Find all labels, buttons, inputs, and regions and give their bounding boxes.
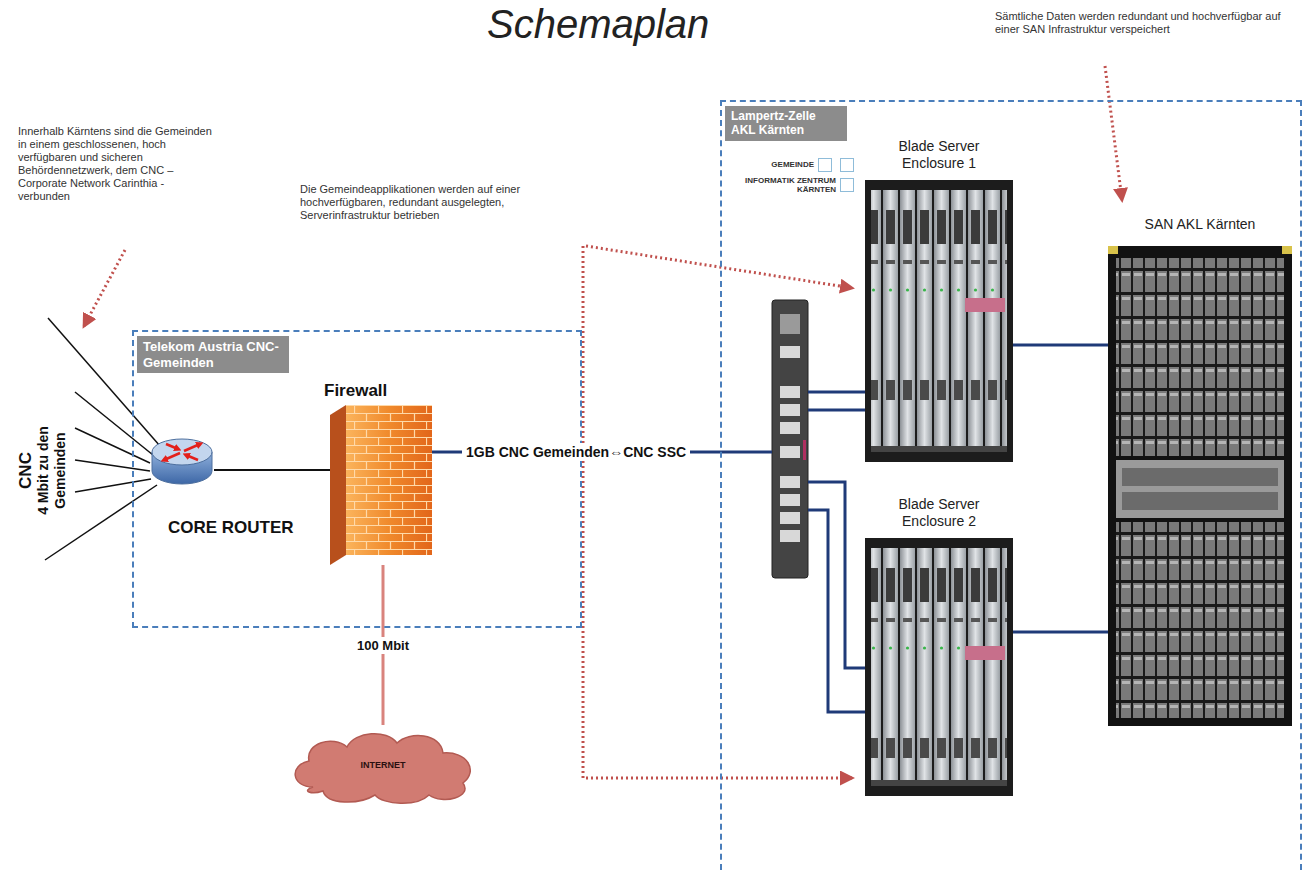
cloud-label: INTERNET <box>361 760 406 771</box>
legend: GEMEINDE INFORMATIK ZENTRUM KÄRNTEN <box>726 158 854 198</box>
rect-part <box>871 190 1007 452</box>
link-label: 1GB CNC Gemeinden⇔CNC SSC <box>462 443 690 461</box>
internet-cloud: INTERNET <box>283 725 483 805</box>
leader-arrow <box>583 246 852 778</box>
rect-part <box>1116 258 1284 456</box>
rect-part <box>346 405 432 555</box>
bandwidth-label: 4 Mbit zu den Gemeinden <box>35 405 69 535</box>
annotation-note: Sämtliche Daten werden redundant und hoc… <box>995 10 1295 36</box>
rect-part <box>1122 468 1278 486</box>
note-box: Die Gemeindeapplikationen werden auf ein… <box>300 183 580 222</box>
switch-wires <box>720 392 865 712</box>
uplink-wire <box>720 451 772 454</box>
rect-part <box>865 538 1013 796</box>
switch-console <box>780 314 800 334</box>
blade-enclosure-photo <box>865 538 1013 796</box>
enclosure-wire <box>808 510 865 712</box>
rect-part <box>1116 522 1284 718</box>
vertical-label: CNC4 Mbit zu den Gemeinden <box>16 405 69 535</box>
firewall-label: Firewall <box>324 381 387 401</box>
switch-port <box>780 386 800 398</box>
switch-port <box>780 530 800 542</box>
san-rack-photo <box>1108 246 1292 726</box>
legend-swatch <box>840 178 854 192</box>
network-name: CNC <box>16 405 35 535</box>
router-label: CORE ROUTER <box>168 518 294 538</box>
diagram-title: Schemaplan <box>487 0 709 48</box>
network-switch <box>772 300 808 578</box>
switch-port <box>780 512 800 524</box>
router-icon <box>150 436 214 486</box>
polygon-part <box>330 405 346 565</box>
legend-swatch <box>818 158 832 172</box>
ellipse-part <box>152 439 212 465</box>
legend-row: GEMEINDE <box>726 158 854 172</box>
enclosure-label: Blade Server Enclosure 2 <box>879 496 999 530</box>
path-part <box>166 444 178 449</box>
title-box: Schemaplan <box>487 0 709 48</box>
rect-part <box>871 780 1007 786</box>
rect-part <box>965 646 1005 660</box>
legend-text: GEMEINDE <box>726 160 818 169</box>
edge-label-box: 1GB CNC Gemeinden⇔CNC SSC <box>462 443 690 461</box>
path-part <box>164 453 180 460</box>
note-box: Innerhalb Kärntens sind die Gemeinden in… <box>18 125 218 203</box>
switch-port <box>780 346 800 358</box>
enclosure-label: Blade Server Enclosure 1 <box>879 138 999 172</box>
legend-text: INFORMATIK ZENTRUM KÄRNTEN <box>726 176 840 194</box>
switch-body <box>772 300 808 578</box>
firewall: Firewall <box>330 405 432 565</box>
switch-port <box>780 476 800 488</box>
network-region: Telekom Austria CNC-GemeindenCORE ROUTER… <box>132 330 582 628</box>
blade-enclosure: Blade Server Enclosure 1 <box>865 180 1013 462</box>
switch-port <box>780 404 800 416</box>
path-part <box>186 455 198 460</box>
leader-arrow <box>1105 66 1122 200</box>
leader-arrow <box>84 250 125 326</box>
enclosure-wire <box>808 409 865 412</box>
network-link <box>214 469 330 471</box>
link-label: 100 Mbit <box>353 637 413 654</box>
rect-part <box>1108 246 1292 726</box>
switch-port <box>780 446 800 458</box>
region-header: Lampertz-Zelle AKL Kärnten <box>725 106 847 141</box>
legend-swatch <box>840 158 854 172</box>
rect-part <box>1122 492 1278 510</box>
blade-enclosure-photo <box>865 180 1013 462</box>
cnc-line <box>75 479 151 492</box>
path-part <box>184 444 200 451</box>
rect-part <box>1116 460 1284 518</box>
blade-enclosure: Blade Server Enclosure 2 <box>865 538 1013 796</box>
path-part <box>295 734 470 804</box>
note-box: Sämtliche Daten werden redundant und hoc… <box>995 10 1295 36</box>
region-header: Telekom Austria CNC-Gemeinden <box>137 336 289 373</box>
switch-port <box>780 494 800 506</box>
rect-part <box>865 180 1013 462</box>
cnc-line <box>75 428 150 463</box>
firewall-icon <box>330 405 432 565</box>
server-room-region: Lampertz-Zelle AKL KärntenBlade Server E… <box>720 100 1302 871</box>
core-router: CORE ROUTER <box>150 436 214 486</box>
legend-row: INFORMATIK ZENTRUM KÄRNTEN <box>726 176 854 194</box>
rect-part <box>1108 246 1118 254</box>
rect-part <box>871 446 1007 452</box>
rect-part <box>1282 246 1292 254</box>
san-storage: SAN AKL Kärnten <box>1108 246 1292 726</box>
rect-part <box>346 405 432 555</box>
network-link <box>1013 631 1108 634</box>
leader-arrow <box>586 246 852 288</box>
edge-label-box: 100 Mbit <box>353 636 413 654</box>
rect-part <box>965 298 1005 312</box>
annotation-note: Innerhalb Kärntens sind die Gemeinden in… <box>18 125 218 203</box>
rect-part <box>871 548 1007 786</box>
network-link <box>1013 344 1108 347</box>
enclosure-wire <box>808 391 865 394</box>
san-label: SAN AKL Kärnten <box>1145 216 1256 233</box>
switch-port <box>780 422 800 434</box>
cnc-line <box>75 460 150 471</box>
annotation-note: Die Gemeindeapplikationen werden auf ein… <box>300 183 580 222</box>
switch-led <box>803 440 806 460</box>
